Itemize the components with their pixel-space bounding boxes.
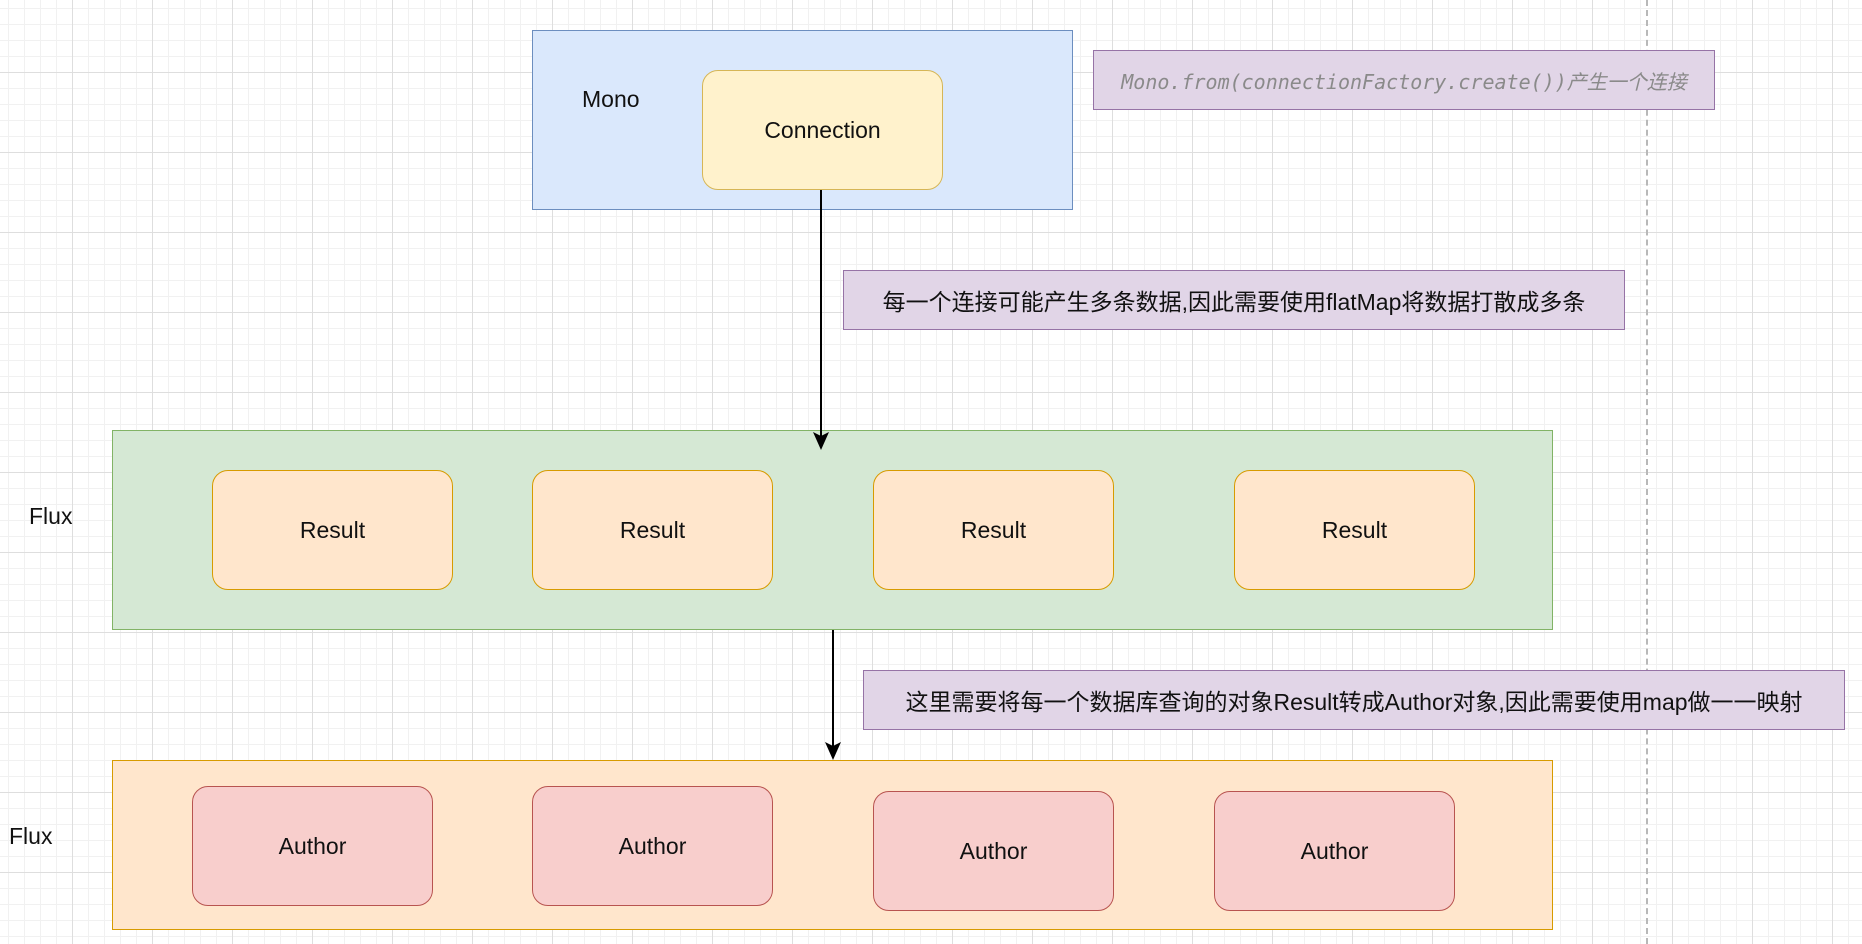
author-node-2[interactable]: Author (532, 786, 773, 906)
page-boundary-dashed-line (1646, 0, 1648, 944)
connection-node[interactable]: Connection (702, 70, 943, 190)
flux-results-label: Flux (29, 503, 73, 529)
note-flatmap[interactable]: 每一个连接可能产生多条数据,因此需要使用flatMap将数据打散成多条 (843, 270, 1625, 330)
note-connection-create[interactable]: Mono.from(connectionFactory.create())产生一… (1093, 50, 1715, 110)
note-map[interactable]: 这里需要将每一个数据库查询的对象Result转成Author对象,因此需要使用m… (863, 670, 1845, 730)
result-node-4[interactable]: Result (1234, 470, 1475, 590)
edge-arrowhead-results (813, 432, 829, 450)
mono-label: Mono (582, 86, 640, 112)
result-node-2[interactable]: Result (532, 470, 773, 590)
author-node-3[interactable]: Author (873, 791, 1114, 911)
result-node-1[interactable]: Result (212, 470, 453, 590)
edge-arrowhead-authors (825, 742, 841, 760)
author-node-1[interactable]: Author (192, 786, 433, 906)
flux-authors-label: Flux (9, 823, 53, 849)
result-node-3[interactable]: Result (873, 470, 1114, 590)
author-node-4[interactable]: Author (1214, 791, 1455, 911)
